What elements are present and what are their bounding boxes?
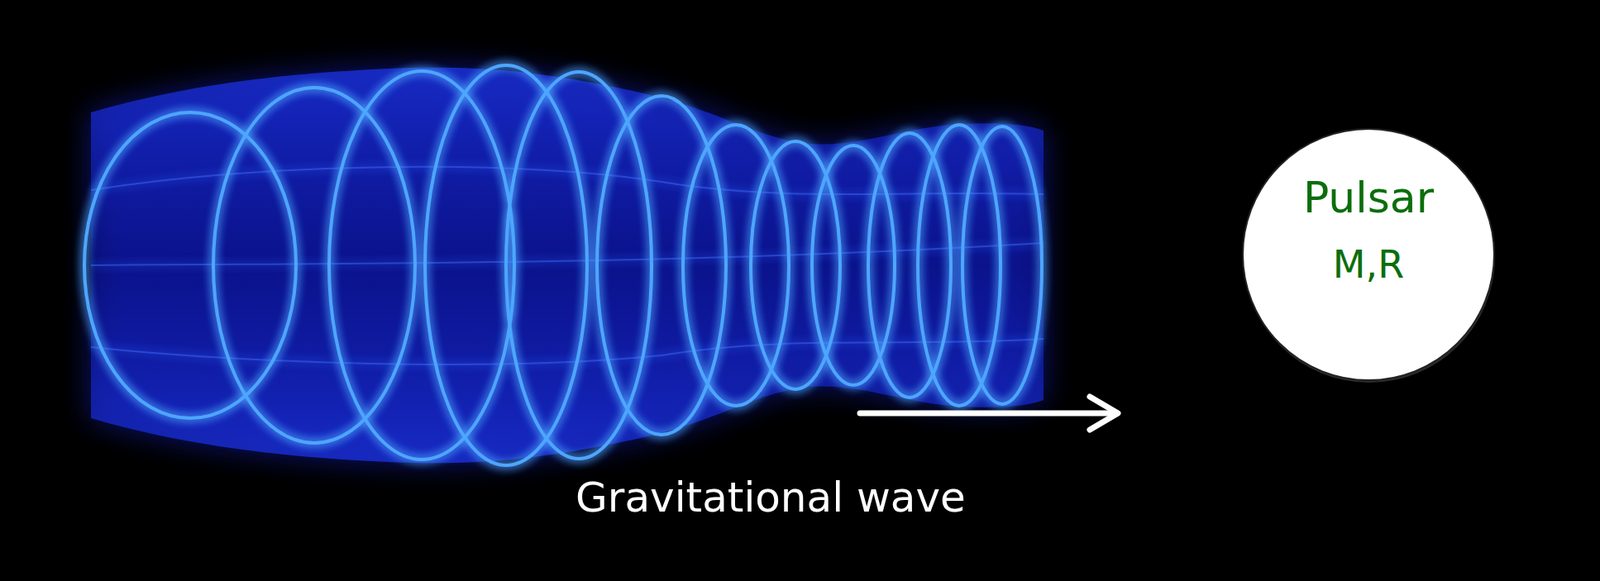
circle-fill xyxy=(1242,128,1495,381)
wave-label: Gravitational wave xyxy=(575,472,966,523)
wave-direction-arrow xyxy=(859,396,1118,430)
node-subtitle: M,R xyxy=(1332,242,1405,288)
pulsar-circle: PulsarM,R xyxy=(1241,127,1496,383)
node-title: Pulsar xyxy=(1303,171,1434,224)
